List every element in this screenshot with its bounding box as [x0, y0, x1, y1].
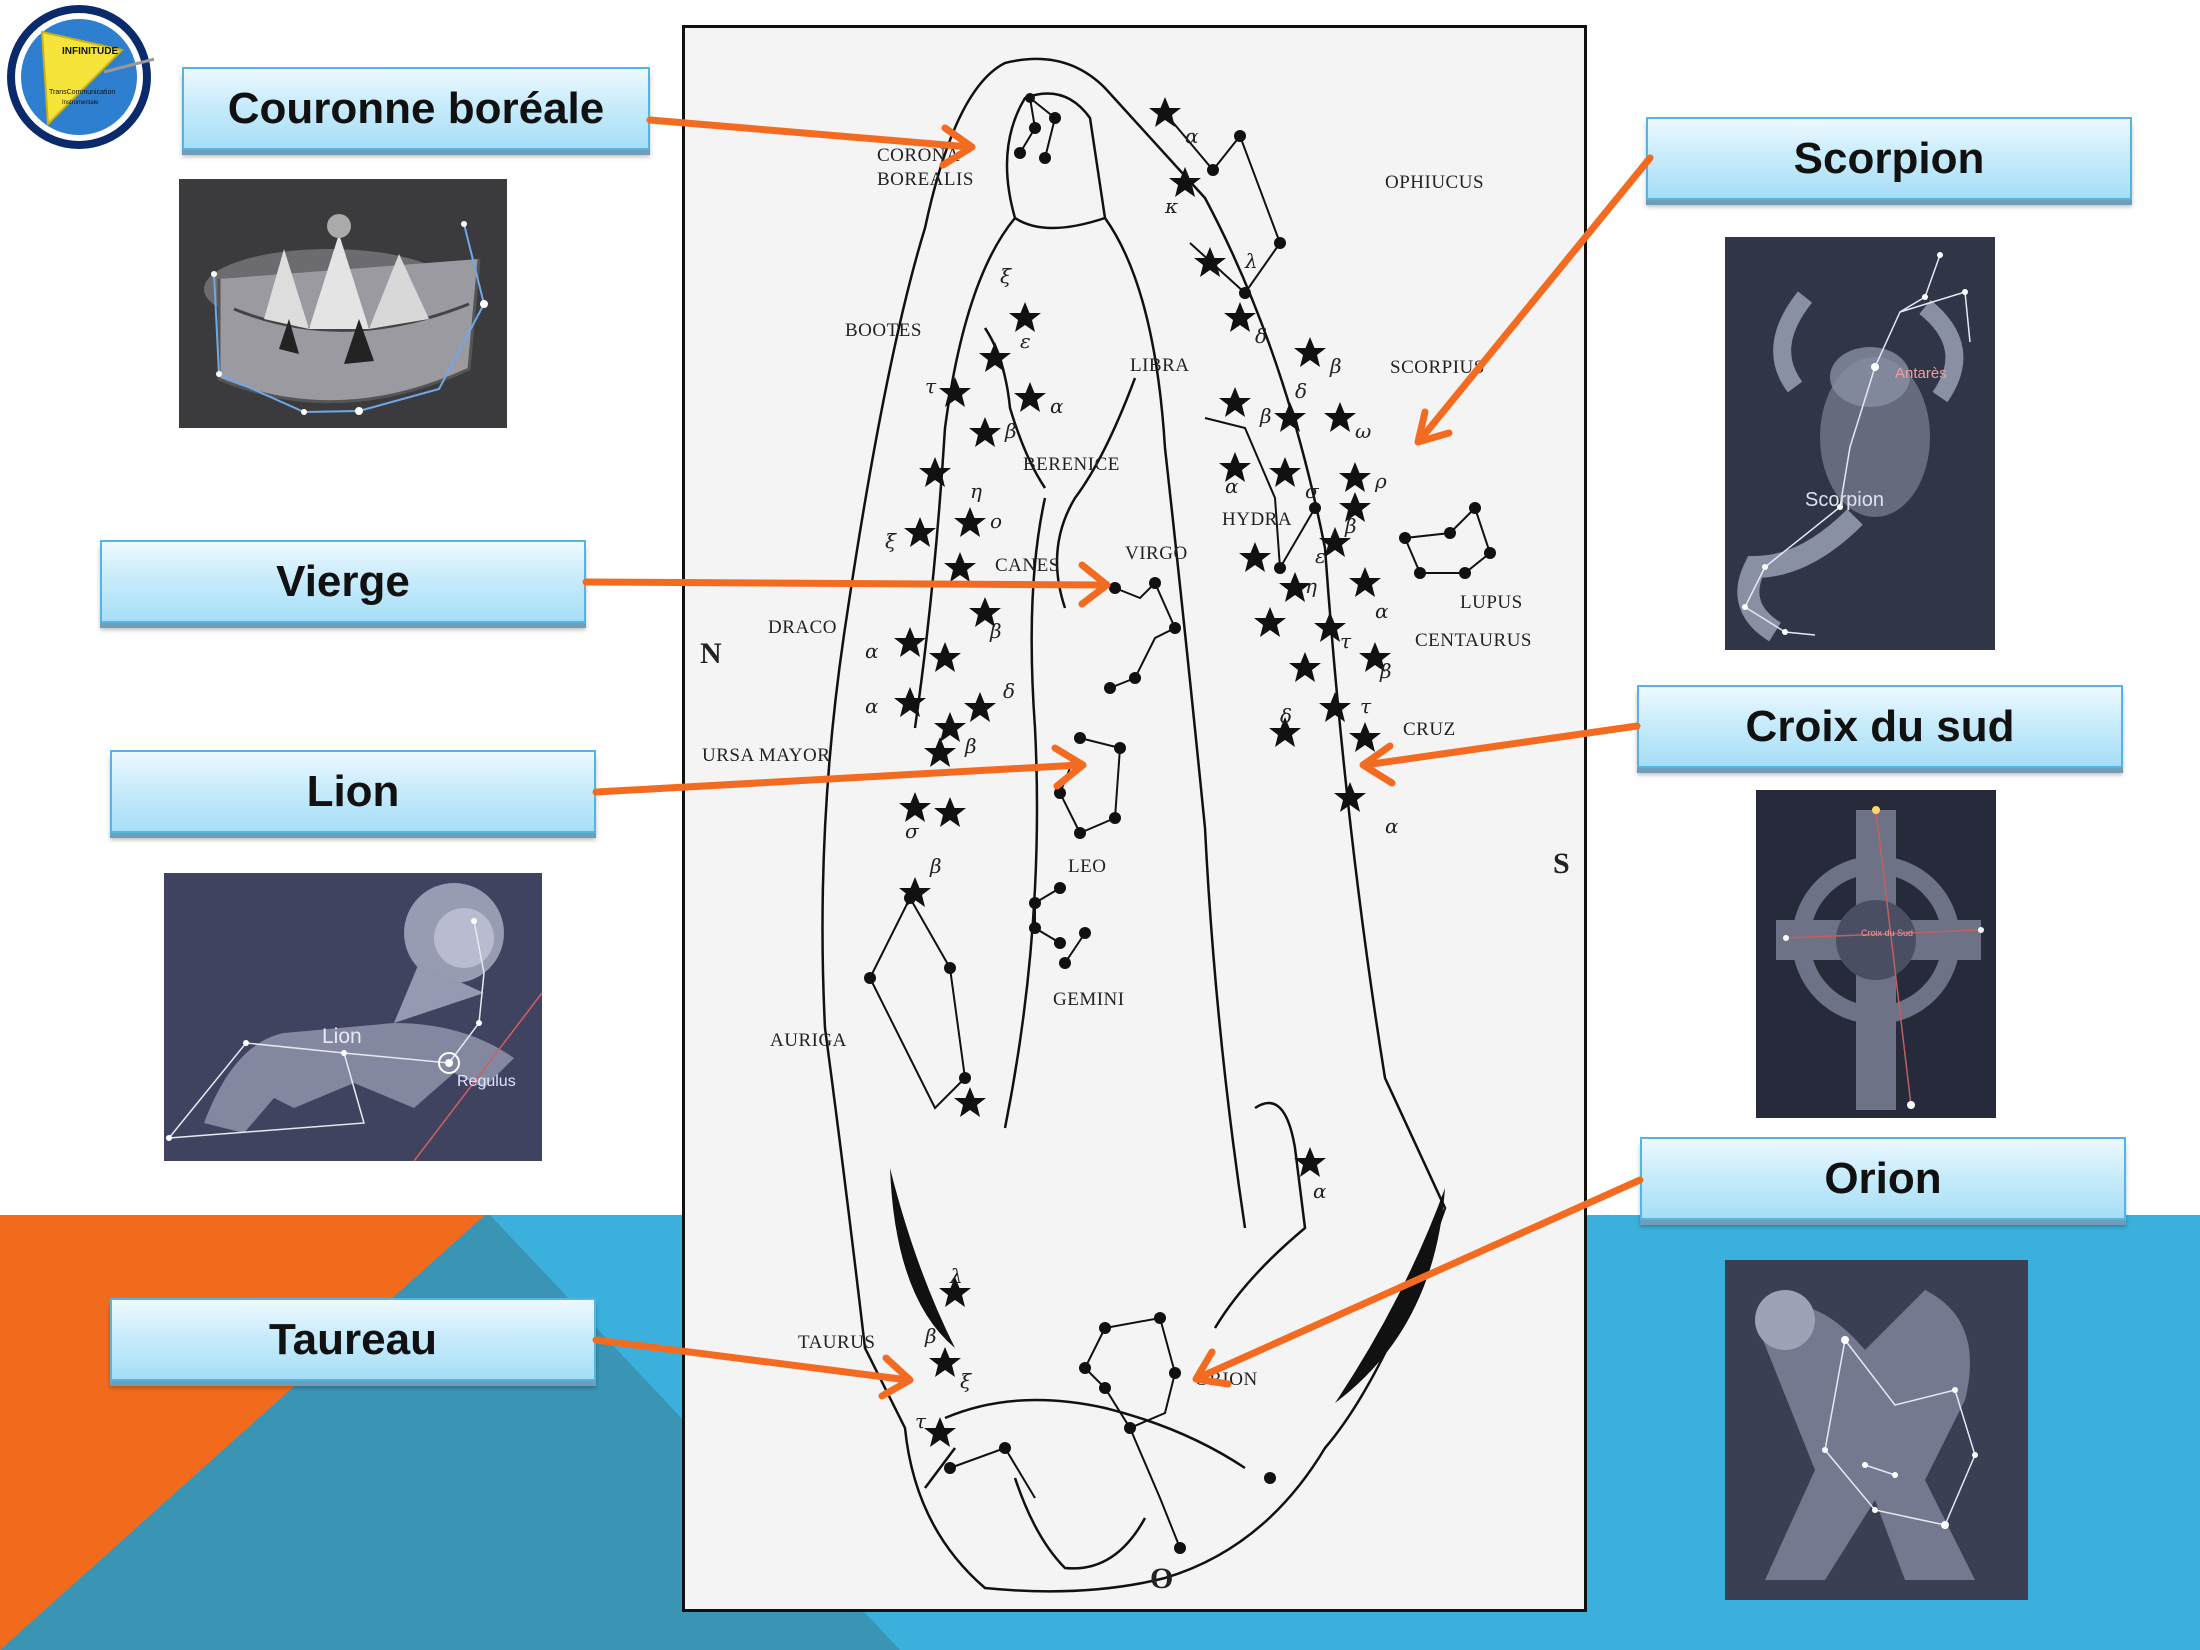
chart-label-hydra: HYDRA: [1222, 509, 1292, 530]
label-croix-text: Croix du sud: [1745, 701, 2015, 751]
svg-text:β: β: [1329, 354, 1342, 378]
svg-text:β: β: [1259, 404, 1272, 428]
svg-text:η: η: [970, 479, 982, 503]
svg-text:ξ: ξ: [885, 529, 897, 553]
chart-label-berenice: BERENICE: [1023, 454, 1120, 475]
chart-label-corona-2: BOREALIS: [877, 169, 974, 190]
scorpion-photo-caption: Scorpion: [1805, 489, 1884, 511]
svg-text:α: α: [1375, 599, 1389, 623]
svg-text:β: β: [989, 619, 1002, 643]
chart-label-bootes: BOOTES: [845, 320, 922, 341]
svg-text:α: α: [1185, 124, 1199, 148]
label-croix-du-sud: Croix du sud: [1637, 685, 2123, 768]
label-lion-text: Lion: [306, 766, 400, 816]
svg-text:β: β: [1344, 514, 1357, 538]
logo-title: INFINITUDE: [62, 46, 118, 57]
label-couronne-boreale: Couronne boréale: [182, 67, 650, 150]
svg-text:α: α: [1050, 394, 1064, 418]
label-taureau-text: Taureau: [269, 1314, 437, 1364]
svg-text:δ: δ: [1280, 704, 1292, 728]
infinitude-logo: INFINITUDE TransCommunication Instrument…: [4, 2, 175, 152]
svg-text:ε: ε: [1315, 544, 1326, 568]
chart-label-canes: CANES: [995, 555, 1060, 576]
photo-couronne-boreale: [179, 179, 507, 428]
chart-label-ophiucus: OPHIUCUS: [1385, 172, 1484, 193]
label-vierge-text: Vierge: [276, 556, 410, 606]
svg-text:ρ: ρ: [1374, 469, 1387, 493]
chart-label-draco: DRACO: [768, 617, 837, 638]
label-lion: Lion: [110, 750, 596, 833]
svg-text:ξ: ξ: [960, 1369, 972, 1393]
logo-subtitle-1: TransCommunication: [49, 89, 115, 96]
regulus-caption: Regulus: [457, 1073, 516, 1090]
label-scorpion-text: Scorpion: [1793, 133, 1985, 183]
photo-orion: [1725, 1260, 2028, 1600]
chart-label-corona-1: CORONA: [877, 145, 960, 166]
chart-direction-n: N: [700, 637, 722, 670]
label-couronne-text: Couronne boréale: [227, 83, 605, 133]
svg-text:β: β: [1004, 419, 1017, 443]
svg-text:ε: ε: [1020, 329, 1031, 353]
chart-label-auriga: AURIGA: [770, 1030, 847, 1051]
svg-text:σ: σ: [905, 819, 920, 843]
svg-text:β: β: [964, 734, 977, 758]
svg-text:α: α: [1385, 814, 1399, 838]
svg-text:σ: σ: [1305, 479, 1320, 503]
croix-photo-caption: Croix du Sud: [1861, 928, 1914, 938]
chart-label-scorpius: SCORPIUS: [1390, 357, 1485, 378]
photo-lion: Lion Regulus: [164, 873, 542, 1161]
chart-label-libra: LIBRA: [1130, 355, 1190, 376]
svg-text:β: β: [929, 854, 942, 878]
lion-photo-caption: Lion: [322, 1025, 362, 1048]
svg-text:β: β: [1379, 659, 1392, 683]
photo-croix-du-sud: Croix du Sud: [1756, 790, 1996, 1118]
svg-text:δ: δ: [1255, 324, 1267, 348]
logo-subtitle-2: Instrumentale: [62, 100, 99, 106]
chart-label-lupus: LUPUS: [1460, 592, 1523, 613]
label-orion: Orion: [1640, 1137, 2126, 1220]
svg-text:α: α: [865, 639, 879, 663]
svg-text:τ: τ: [925, 374, 937, 398]
chart-direction-s: S: [1553, 847, 1570, 880]
svg-text:β: β: [924, 1324, 937, 1348]
label-vierge: Vierge: [100, 540, 586, 623]
svg-text:ξ: ξ: [1000, 264, 1012, 288]
svg-text:δ: δ: [1295, 379, 1307, 403]
svg-text:λ: λ: [1244, 249, 1258, 273]
label-scorpion: Scorpion: [1646, 117, 2132, 200]
svg-text:τ: τ: [915, 1409, 927, 1433]
chart-label-cruz: CRUZ: [1403, 719, 1456, 740]
photo-scorpion: Antarès Scorpion: [1725, 237, 1995, 650]
antares-caption: Antarès: [1895, 365, 1947, 382]
svg-text:α: α: [1225, 474, 1239, 498]
chart-label-leo: LEO: [1068, 856, 1106, 877]
svg-text:α: α: [1313, 1179, 1327, 1203]
label-orion-text: Orion: [1824, 1153, 1942, 1203]
svg-text:η: η: [1305, 574, 1317, 598]
svg-text:τ: τ: [1360, 694, 1372, 718]
svg-text:ο: ο: [990, 509, 1002, 533]
svg-text:λ: λ: [949, 1264, 963, 1288]
svg-text:ω: ω: [1355, 419, 1371, 443]
chart-label-gemini: GEMINI: [1053, 989, 1125, 1010]
svg-text:κ: κ: [1164, 194, 1178, 218]
chart-label-virgo: VIRGO: [1125, 543, 1188, 564]
label-taureau: Taureau: [110, 1298, 596, 1381]
svg-text:α: α: [865, 694, 879, 718]
chart-label-centaurus: CENTAURUS: [1415, 630, 1532, 651]
chart-label-taurus: TAURUS: [798, 1332, 876, 1353]
svg-text:τ: τ: [1340, 629, 1352, 653]
chart-label-orion: ORION: [1195, 1369, 1258, 1390]
chart-label-ursa-mayor: URSA MAYOR: [702, 745, 830, 766]
chart-direction-o: O: [1150, 1562, 1173, 1595]
svg-text:δ: δ: [1003, 679, 1015, 703]
